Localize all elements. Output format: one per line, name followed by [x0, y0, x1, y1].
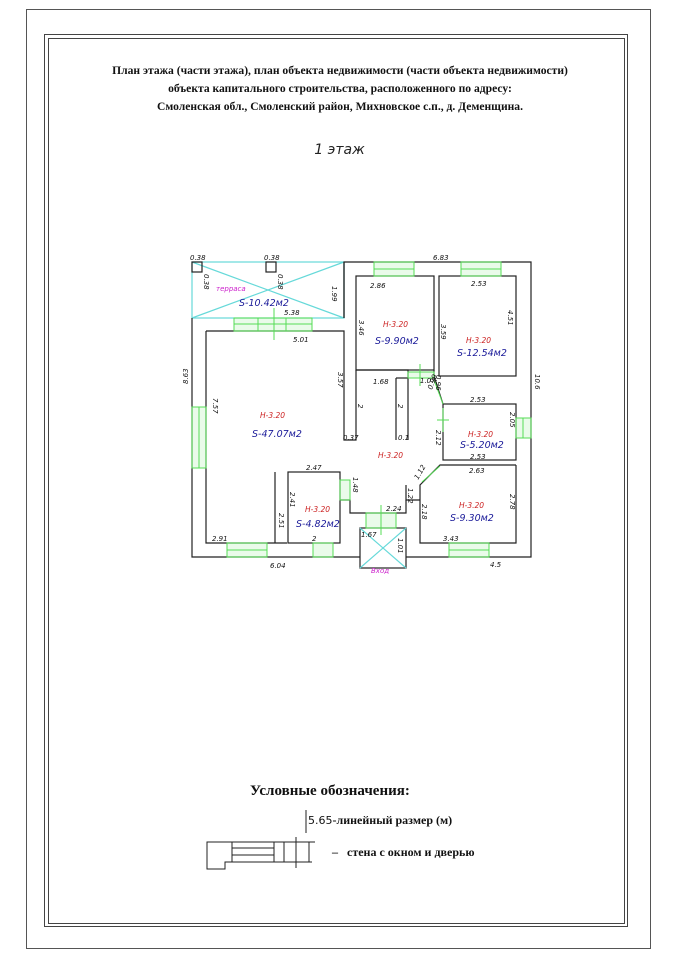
dim: 2.47 [306, 464, 322, 472]
bath-corner [340, 499, 363, 514]
dim: 3.59 [439, 324, 447, 340]
dim: 1.48 [351, 477, 359, 493]
room-bottom-right-walls [419, 464, 517, 544]
title-line-2: объекта капитального строительства, расп… [168, 82, 512, 95]
legend-dimension: 5.65-линейный размер (м) [308, 813, 452, 828]
terrace-column [191, 261, 203, 273]
dim: 3.46 [357, 320, 365, 336]
terrace-area: S-10.42м2 [239, 298, 289, 309]
dim: 4.5 [490, 561, 502, 569]
outer-wall-left [191, 318, 360, 558]
room1-height: H-3.20 [383, 320, 408, 329]
legend-symbols [206, 810, 315, 870]
hall-height: H-3.20 [378, 451, 403, 460]
dim: 0.38 [276, 274, 284, 290]
terrace-column [265, 261, 277, 273]
dim: 2.12 [434, 430, 442, 446]
living-inner-right [206, 330, 357, 441]
dim: 6.04 [270, 562, 286, 570]
vestibule-cross [359, 527, 407, 569]
room1-area: S-9.90м2 [375, 336, 419, 347]
dim: 5.38 [284, 309, 300, 317]
inner-frame-second [48, 38, 625, 924]
title-line-3: Смоленская обл., Смоленский район, Михно… [156, 100, 524, 113]
dim: 2.53 [470, 453, 486, 461]
dim: 0.38 [264, 254, 280, 262]
dim: 1.01 [396, 538, 404, 554]
bath-area: S-4.82м2 [296, 519, 340, 530]
dim: 2.53 [470, 396, 486, 404]
dim: 1.22 [406, 488, 414, 504]
dim: 5.01 [293, 336, 309, 344]
living-height: H-3.20 [260, 411, 285, 420]
legend-title: Условные обозначения: [250, 783, 410, 799]
room-labels: терраса S-10.42м2 H-3.20 S-47.07м2 H-3.2… [216, 285, 507, 575]
walls [191, 261, 532, 569]
dim: 2 [356, 404, 364, 409]
room4-area: S-9.30м2 [450, 513, 494, 524]
outer-frame [26, 9, 651, 949]
legend-window [231, 841, 275, 863]
dim: 2.05 [508, 412, 516, 428]
dim: 0.38 [202, 274, 210, 290]
room-top-right-walls [438, 275, 517, 377]
dim: 1.07 [420, 377, 436, 385]
living-area: S-47.07м2 [252, 429, 302, 440]
door-room4 [421, 465, 441, 483]
dim: 2 [312, 535, 317, 543]
room3-area: S-5.20м2 [460, 440, 504, 451]
door-corridor [407, 371, 435, 379]
dim: 0.37 [343, 434, 359, 442]
legend-wall: – стена с окном и дверью [332, 845, 475, 860]
window-bath [312, 542, 334, 558]
dim: 2.18 [420, 504, 428, 520]
dim: 10.6 [533, 374, 541, 390]
entrance-label: Вход [371, 567, 389, 575]
floor-label: 1 этаж [314, 142, 365, 158]
door-bath [339, 479, 351, 501]
dim: 1.68 [373, 378, 389, 386]
dim: 2.51 [277, 513, 285, 529]
room2-height: H-3.20 [466, 336, 491, 345]
room3-height: H-3.20 [468, 430, 493, 439]
dim: 2.91 [212, 535, 228, 543]
dim: 8.63 [182, 368, 190, 384]
room2-area: S-12.54м2 [457, 348, 507, 359]
dim: 3.57 [336, 372, 344, 388]
dimension-labels: 0.38 0.38 0.38 0.38 1.99 5.38 5.01 8.63 … [182, 254, 541, 570]
dim: 7.57 [211, 398, 219, 414]
bath-height: H-3.20 [305, 505, 330, 514]
legend-wall-dash: – [332, 845, 338, 859]
dim: 2 [396, 404, 404, 409]
dim: 2.78 [508, 494, 516, 510]
dim: 4.51 [506, 310, 514, 326]
dim: 0.1 [398, 434, 409, 442]
dim: 2.53 [471, 280, 487, 288]
windows-doors [191, 261, 532, 558]
dim: 1.99 [330, 286, 338, 302]
dim: 2.63 [469, 467, 485, 475]
dim: 6.83 [433, 254, 449, 262]
dim: 1.67 [361, 531, 377, 539]
dim: 2.86 [370, 282, 386, 290]
title-line-1: План этажа (части этажа), план объекта н… [112, 64, 568, 77]
document-title: План этажа (части этажа), план объекта н… [60, 62, 620, 116]
room4-height: H-3.20 [459, 501, 484, 510]
legend-dimension-text: -линейный размер (м) [332, 813, 453, 827]
terrace-cross [191, 261, 345, 319]
inner-frame [44, 34, 628, 927]
legend-wall-text: стена с окном и дверью [347, 845, 475, 859]
dim: 0.38 [190, 254, 206, 262]
legend-dimension-sample: 5.65 [308, 814, 333, 827]
dim: 0.96 [434, 375, 442, 391]
dim: 2.24 [386, 505, 402, 513]
terrace-label: терраса [216, 285, 246, 293]
door-diag [433, 379, 444, 405]
dim: 2.41 [288, 492, 296, 508]
dim: 3.43 [443, 535, 459, 543]
corridor-wall [356, 369, 409, 440]
